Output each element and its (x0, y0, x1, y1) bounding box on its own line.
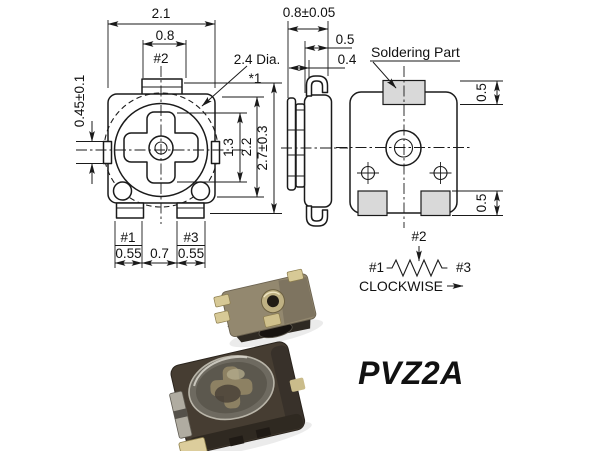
dim-label-pad-bottom: 0.5 (474, 194, 489, 213)
side-view: 0.8±0.05 0.5 0.4 (281, 5, 357, 227)
dim-label-pad-left: 0.55 (115, 246, 141, 261)
soldering-pad-bottom-left (357, 190, 388, 217)
back-center-boss (385, 129, 422, 167)
soldering-pad-bottom-right (420, 190, 451, 217)
dim-overall-width: 2.1 (107, 6, 216, 88)
dim-body-offset: 0.4 (288, 52, 357, 85)
photo-gold-pads (213, 268, 304, 328)
terminal-3-label: #3 (183, 230, 198, 245)
dim-label-thickness: 0.8±0.05 (283, 5, 335, 20)
back-centerlines (336, 66, 470, 228)
dim-pad-bottom: 0.5 (452, 190, 503, 217)
part-number: PVZ2A (358, 355, 464, 391)
back-rivet-marks (357, 162, 452, 184)
side-bottom-clip-hook (305, 205, 329, 227)
back-center-hole (393, 138, 414, 158)
side-profile (281, 75, 348, 227)
schematic-terminal-2: #2 (411, 229, 426, 244)
dim-pad-top: 0.5 (460, 80, 503, 106)
footnote-marker: *1 (249, 71, 262, 86)
dim-side-tab: 0.45±0.1 (72, 75, 104, 184)
dim-rotor-body: 2.2 (217, 96, 264, 198)
resistor-zigzag (386, 258, 448, 278)
dim-label-top-pad: 0.8 (156, 28, 175, 43)
dim-overall-height: 2.7±0.3 (184, 82, 282, 215)
front-side-tabs (102, 140, 221, 165)
soldering-part-label: Soldering Part (371, 44, 460, 60)
dim-label-side-tab: 0.45±0.1 (72, 75, 87, 127)
schematic-terminal-3: #3 (456, 260, 471, 275)
back-view: Soldering Part 0.5 0.5 (336, 44, 503, 228)
dim-label-clip-offset: 0.5 (336, 32, 355, 47)
soldering-part-callout: Soldering Part (370, 44, 460, 89)
dim-label-pad-gap: 0.7 (150, 246, 169, 261)
schematic-symbol: #2 #1 #3 CLOCKWISE (359, 229, 471, 294)
front-bottom-terminals (115, 202, 205, 219)
side-terminal-plate-inner (295, 103, 306, 188)
photo-cross-slot (210, 366, 253, 409)
dim-label-pad-right: 0.55 (178, 246, 204, 261)
schematic-terminal-1: #1 (369, 260, 384, 275)
side-top-clip-hook (305, 75, 329, 97)
product-photo-front-view (169, 341, 312, 451)
dim-bottom-terminals: #1 #3 0.55 0.7 0.55 (114, 221, 206, 268)
front-contact-rivets (112, 181, 211, 201)
dim-label-overall-height: 2.7±0.3 (255, 126, 270, 171)
dim-label-rotor-body: 2.2 (239, 138, 254, 157)
front-view: 2.1 0.8 #2 (72, 6, 282, 268)
dim-slot-length: 1.3 (177, 112, 247, 183)
photo-gold-pad-left (178, 437, 208, 451)
dim-label-slot-length: 1.3 (221, 138, 236, 157)
terminal-2-label: #2 (153, 51, 168, 66)
callout-rotor-diameter: 2.4 Dia. *1 (201, 52, 281, 107)
dim-top-pad-width: 0.8 (142, 28, 187, 78)
clockwise-label: CLOCKWISE (359, 278, 443, 294)
product-photo-back-view (213, 268, 324, 348)
front-centerlines (76, 66, 246, 224)
dim-label-pad-top: 0.5 (474, 83, 489, 102)
side-body-outline (303, 94, 333, 208)
photo-gold-pad-right (289, 377, 306, 392)
dim-label-body-offset: 0.4 (338, 52, 357, 67)
dim-label-overall-width: 2.1 (152, 6, 171, 21)
dim-label-rotor-diameter: 2.4 Dia. (234, 52, 281, 67)
terminal-1-label: #1 (120, 230, 135, 245)
